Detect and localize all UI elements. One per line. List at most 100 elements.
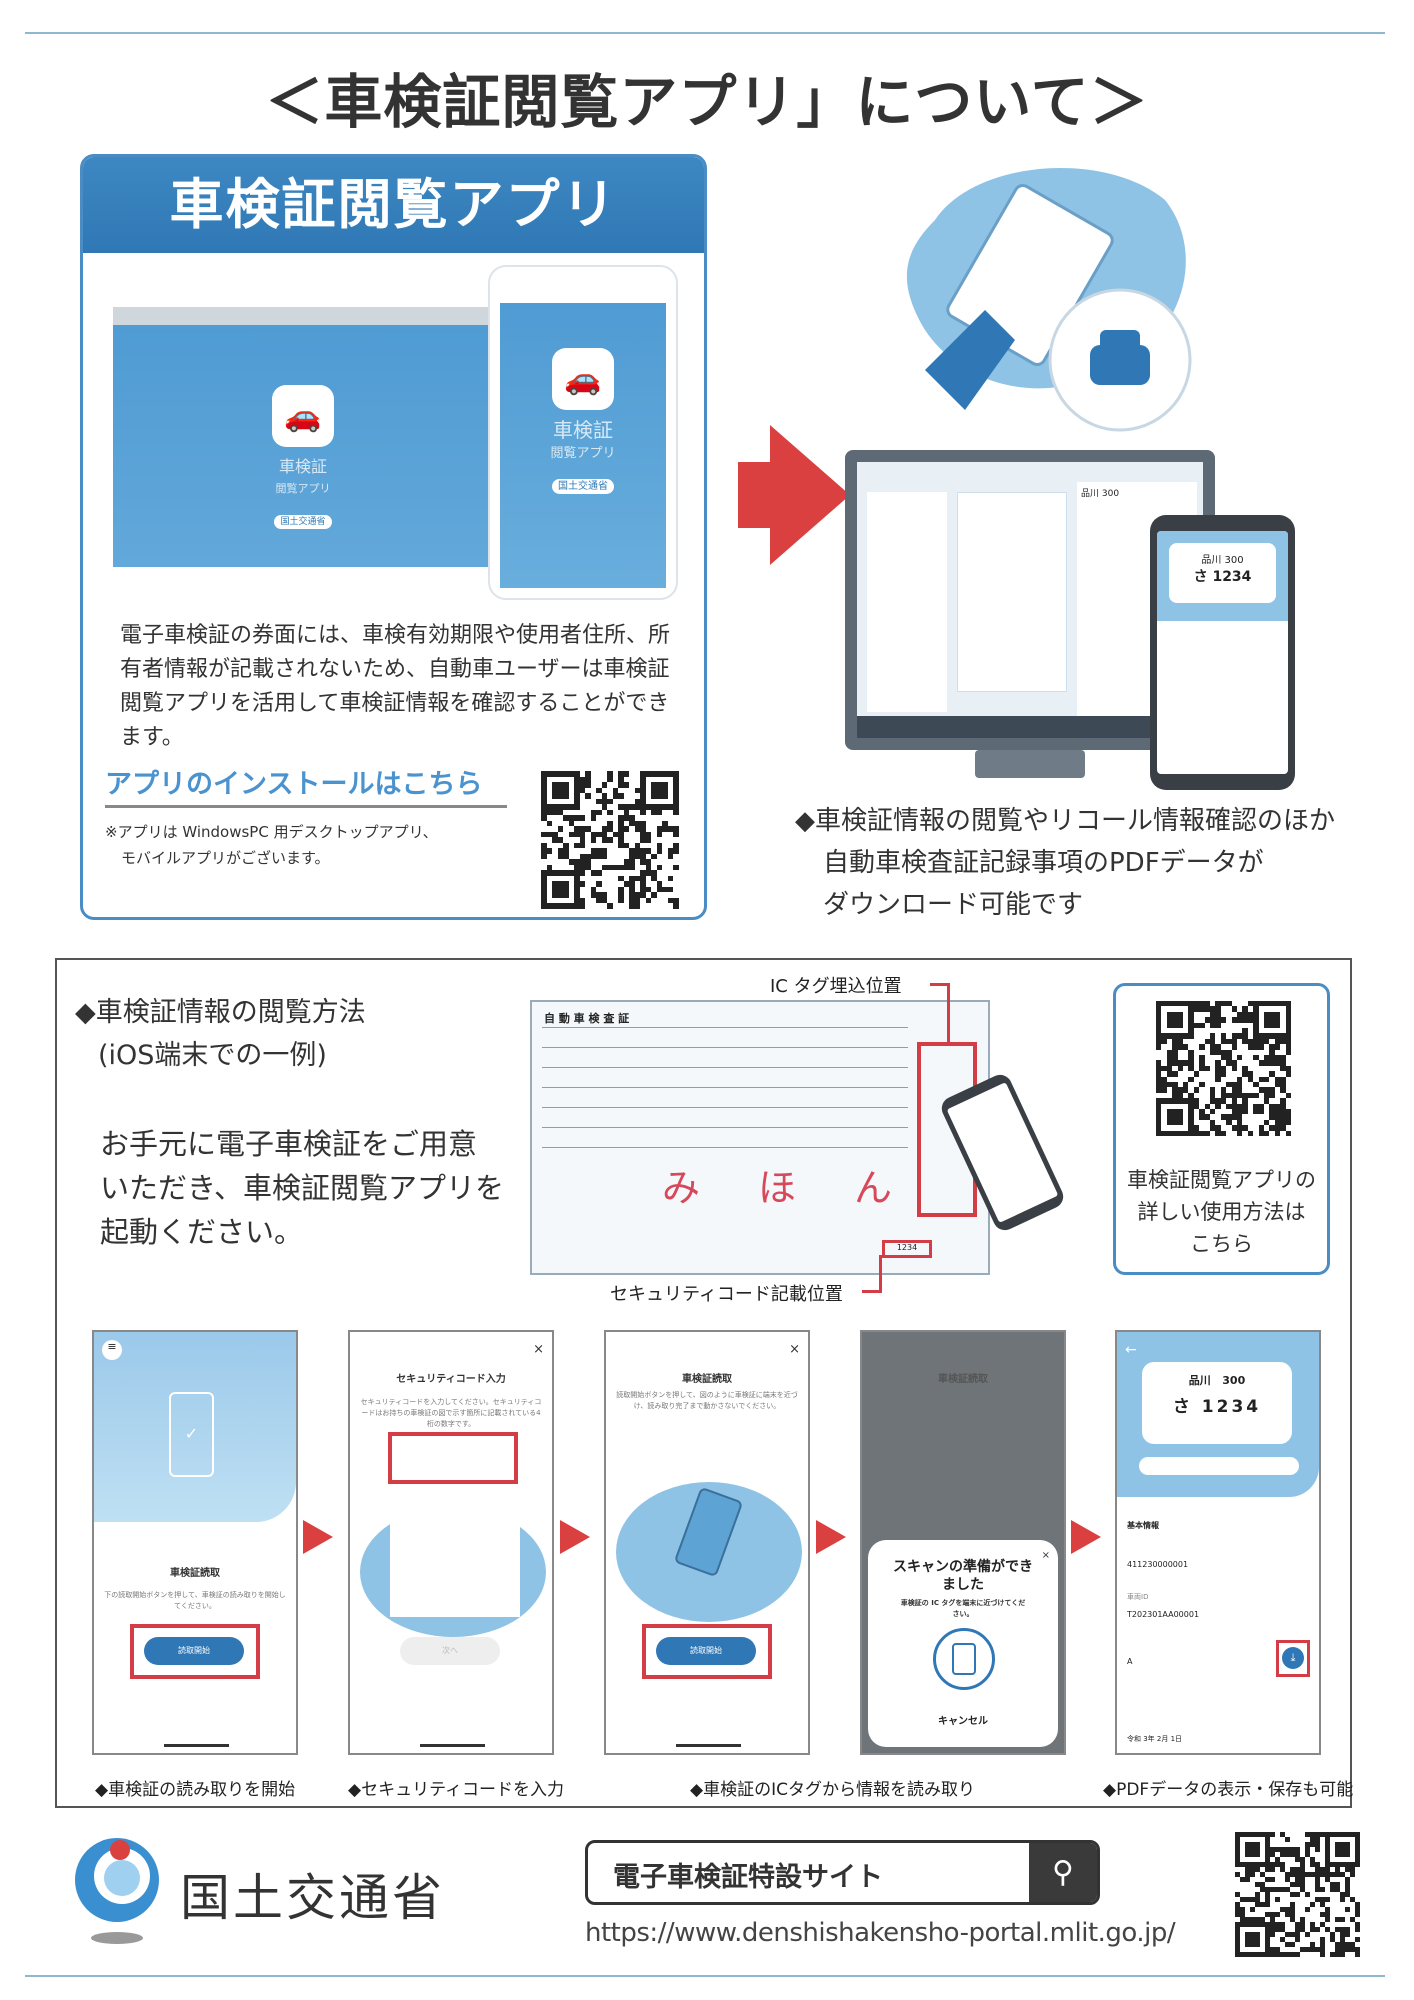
screen-text: セキュリティコードを入力してください。セキュリティコードはお持ちの車検証の図で示…: [360, 1398, 542, 1428]
cert-title: 自 動 車 検 査 証: [544, 1012, 630, 1025]
security-code-label: セキュリティコード記載位置: [610, 1284, 843, 1305]
top-rule: [25, 32, 1385, 34]
mock-label: 車検証: [278, 457, 327, 476]
step-caption: ◆車検証の読み取りを開始: [95, 1780, 296, 1800]
search-label: 電子車検証特設サイト: [613, 1862, 883, 1893]
step3-screen: × 車検証読取 読取開始ボタンを押して、図のように車検証に端末を近づけ、読み取り…: [604, 1330, 810, 1755]
highlight-box: [130, 1624, 260, 1679]
step4-screen: 車検証読取 × スキャンの準備ができました 車検証の IC タグを端末に近づけて…: [860, 1330, 1066, 1755]
close-icon[interactable]: ×: [533, 1342, 544, 1357]
field-value: A: [1127, 1657, 1133, 1666]
note-line: モバイルアプリがございます。: [121, 849, 330, 867]
home-indicator: [164, 1744, 229, 1747]
dialog-title: スキャンの準備ができました: [893, 1559, 1033, 1593]
step2-screen: × セキュリティコード入力 セキュリティコードを入力してください。セキュリティコ…: [348, 1330, 554, 1755]
mock-ministry-badge: 国土交通省: [274, 515, 332, 529]
qr-caption-line: 車検証閲覧アプリの: [1127, 1168, 1316, 1192]
step5-screen: ← 品川 300 さ 1234 基本情報 411230000001 車両ID T…: [1115, 1330, 1321, 1755]
plate-class: 300: [1222, 1374, 1246, 1387]
license-plate-card: 品川 300 さ 1234: [1142, 1362, 1292, 1444]
mock-ministry-badge: 国土交通省: [552, 479, 614, 494]
note-line: ※アプリは WindowsPC 用デスクトップアプリ、: [105, 823, 438, 841]
plate-number: さ 1234: [1193, 569, 1252, 585]
qr-caption-line: こちら: [1190, 1232, 1253, 1256]
plate-area: 品川 300: [1201, 555, 1244, 566]
howto-panel: [55, 958, 1352, 1808]
screen-title: セキュリティコード入力: [396, 1374, 506, 1385]
close-icon[interactable]: ×: [1041, 1550, 1050, 1561]
install-link[interactable]: アプリのインストールはこちら: [105, 762, 507, 808]
car-app-icon: 🚗: [552, 348, 614, 410]
mock-label: 閲覧アプリ: [550, 446, 616, 461]
screen-title: 車検証読取: [938, 1374, 988, 1385]
app-description: 電子車検証の券面には、車検有効期限や使用者住所、所有者情報が記載されないため、自…: [120, 623, 671, 750]
step-arrow-icon: [303, 1520, 333, 1554]
field-value: 令和 3年 2月 1日: [1127, 1735, 1183, 1743]
usage-guide-qr-panel[interactable]: 車検証閲覧アプリの 詳しい使用方法は こちら: [1113, 983, 1330, 1275]
platform-note: ※アプリは WindowsPC 用デスクトップアプリ、 モバイルアプリがございま…: [105, 819, 438, 871]
download-pdf-button[interactable]: ⤓: [1282, 1647, 1304, 1669]
caption-line: ◆車検証情報の閲覧やリコール情報確認のほか: [795, 806, 1335, 836]
highlight-box: [1276, 1640, 1310, 1677]
features-caption: ◆車検証情報の閲覧やリコール情報確認のほか 自動車検査証記録事項のPDFデータが…: [795, 800, 1335, 926]
howto-subheading: (iOS端末での一例): [98, 1040, 327, 1071]
portal-qr-code[interactable]: [1235, 1832, 1360, 1957]
step-caption: ◆車検証のICタグから情報を読み取り: [690, 1780, 975, 1800]
phone-check-icon: ✓: [169, 1392, 214, 1477]
cancel-button[interactable]: キャンセル: [938, 1716, 988, 1727]
menu-icon[interactable]: ≡: [102, 1340, 122, 1360]
dialog-text: 車検証の IC タグを端末に近づけてください。: [900, 1599, 1026, 1618]
field-value: 411230000001: [1127, 1560, 1189, 1569]
mock-label: 閲覧アプリ: [275, 482, 331, 495]
next-button[interactable]: 次へ: [400, 1637, 500, 1665]
monitor-stand: [975, 750, 1085, 778]
app-info-panel: 車検証閲覧アプリ 🚗 車検証閲覧アプリ 国土交通省 🚗 車検証閲覧アプリ 国土交…: [80, 154, 707, 920]
app-name-header: 車検証閲覧アプリ: [83, 157, 704, 253]
page-title: ＜車検証閲覧アプリ」について＞: [265, 68, 1149, 136]
step-arrow-icon: [1071, 1520, 1101, 1554]
ministry-name: 国土交通省: [180, 1869, 445, 1927]
special-site-search-box[interactable]: 電子車検証特設サイト ⚲: [585, 1840, 1100, 1905]
mock-label: 車検証: [553, 418, 613, 442]
install-qr-code[interactable]: [541, 771, 679, 909]
section-header[interactable]: 基本情報: [1127, 1521, 1159, 1530]
ic-tag-leader-line: [930, 983, 950, 1043]
usage-guide-qr-code[interactable]: [1156, 1001, 1291, 1136]
mlit-logo: [75, 1838, 159, 1944]
scan-dialog: × スキャンの準備ができました 車検証の IC タグを端末に近づけてください。 …: [868, 1540, 1058, 1747]
security-leader-line: [862, 1255, 882, 1293]
field-label: 車両ID: [1127, 1593, 1149, 1601]
step-caption: ◆セキュリティコードを入力: [348, 1780, 565, 1800]
screen-title: 車検証読取: [682, 1374, 732, 1385]
caption-line: ダウンロード可能です: [823, 890, 1084, 920]
close-icon[interactable]: ×: [789, 1342, 800, 1357]
howto-body: お手元に電子車検証をご用意 いただき、車検証閲覧アプリを 起動ください。: [100, 1122, 504, 1254]
mobile-app-mockup: 🚗 車検証閲覧アプリ 国土交通省: [488, 265, 678, 600]
screen-text: 読取開始ボタンを押して、図のように車検証に端末を近づけ、読み取り完了まで動かさな…: [616, 1391, 798, 1410]
howto-heading: ◆車検証情報の閲覧方法: [75, 997, 366, 1028]
desktop-app-mockup: 🚗 車検証閲覧アプリ 国土交通省: [113, 307, 493, 567]
highlight-box: [642, 1624, 772, 1679]
plate-number: さ 1234: [1172, 1397, 1262, 1417]
nfc-phone-icon: [933, 1628, 995, 1690]
mobile-app-screenshot: 品川 300 さ 1234: [1150, 515, 1295, 790]
screen-text: 下の読取開始ボタンを押して、車検証の読み取りを開始してください。: [104, 1591, 286, 1610]
right-arrow-icon: [770, 425, 850, 565]
bottom-rule: [25, 1975, 1385, 1977]
start-reading-button[interactable]: 読取開始: [144, 1637, 244, 1665]
back-arrow-icon[interactable]: ←: [1125, 1342, 1137, 1358]
sample-watermark: みほん: [662, 1166, 951, 1210]
field-value: T202301AA00001: [1127, 1610, 1200, 1619]
security-code-highlight: 1234: [882, 1240, 932, 1258]
search-icon[interactable]: ⚲: [1029, 1843, 1097, 1902]
step1-screen: ≡ ✓ 車検証読取 下の読取開始ボタンを押して、車検証の読み取りを開始してくださ…: [92, 1330, 298, 1755]
screen-title: 車検証読取: [170, 1568, 220, 1579]
body-line: 起動ください。: [100, 1215, 304, 1249]
body-line: いただき、車検証閲覧アプリを: [100, 1171, 504, 1205]
home-indicator: [420, 1744, 485, 1747]
security-code-input[interactable]: [388, 1432, 518, 1484]
start-reading-button[interactable]: 読取開始: [656, 1637, 756, 1665]
qr-caption-line: 詳しい使用方法は: [1137, 1200, 1306, 1224]
portal-url[interactable]: https://www.denshishakensho-portal.mlit.…: [585, 1918, 1176, 1948]
step-arrow-icon: [560, 1520, 590, 1554]
